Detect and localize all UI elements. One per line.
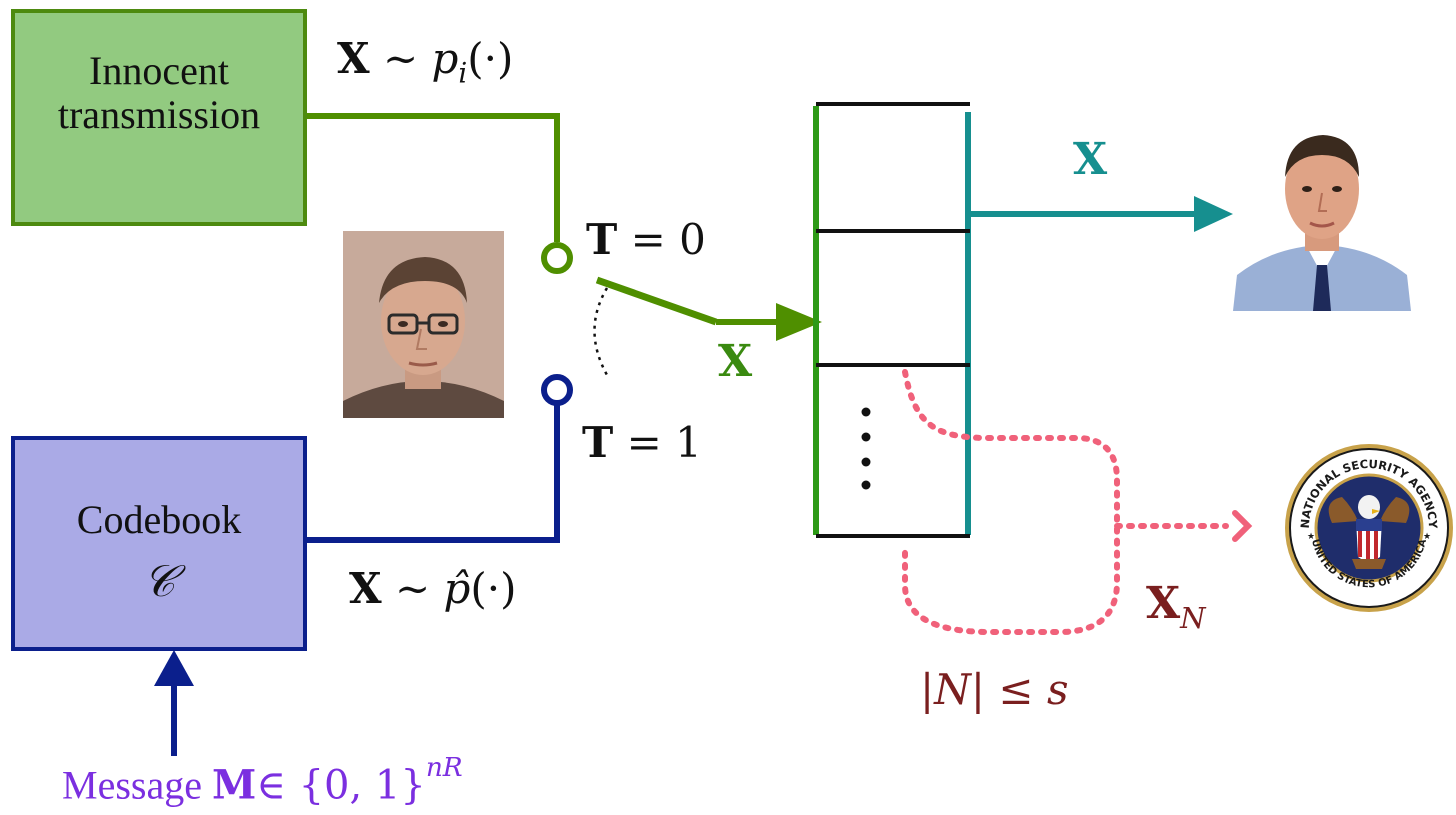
receiver-output-label: X [1073, 134, 1108, 185]
codebook-label: Codebook [76, 497, 242, 542]
nsa-seal-icon: NATIONAL SECURITY AGENCY UNITED STATES O… [1285, 444, 1453, 612]
receiver-portrait-icon [1233, 125, 1411, 311]
svg-text:★: ★ [1423, 531, 1431, 541]
codebook-symbol: 𝒞 [142, 557, 176, 606]
switch-label-t0: T = 0 [586, 215, 706, 264]
codebook-distribution-label: X ∼ p̂(·) [349, 564, 517, 613]
switch-label-t1: T = 1 [582, 418, 702, 467]
adversary-budget-label: |N| ≤ s [920, 665, 1069, 714]
message-label: Message M∈ {0, 1}nR [62, 752, 463, 809]
sender-portrait-icon [343, 231, 504, 418]
innocent-path-line [304, 113, 560, 242]
switch-to-channel-arrowhead [776, 303, 822, 341]
adversary-tap-arrowhead [1232, 510, 1253, 542]
innocent-distribution-label: X ∼ pi(·) [337, 34, 514, 90]
switch-terminal-0 [541, 242, 573, 274]
vertical-ellipsis [861, 407, 871, 490]
adversary-tap-loop [902, 369, 1120, 635]
codebook-box: Codebook 𝒞 [11, 436, 307, 651]
innocent-label-line1: Innocent [89, 48, 229, 93]
switch-arm [595, 276, 718, 326]
switch-terminal-1 [541, 374, 573, 406]
innocent-transmission-box: Innocent transmission [11, 9, 307, 226]
channel-to-receiver-arrowhead [1194, 196, 1233, 232]
switch-rotation-arc [593, 287, 609, 376]
innocent-label-line2: transmission [57, 92, 261, 137]
switch-output-label: X [718, 336, 753, 387]
adversary-observation-label: XN [1146, 578, 1206, 636]
svg-text:★: ★ [1307, 531, 1315, 541]
codebook-path-line [304, 402, 560, 543]
message-arrowhead [154, 650, 194, 686]
